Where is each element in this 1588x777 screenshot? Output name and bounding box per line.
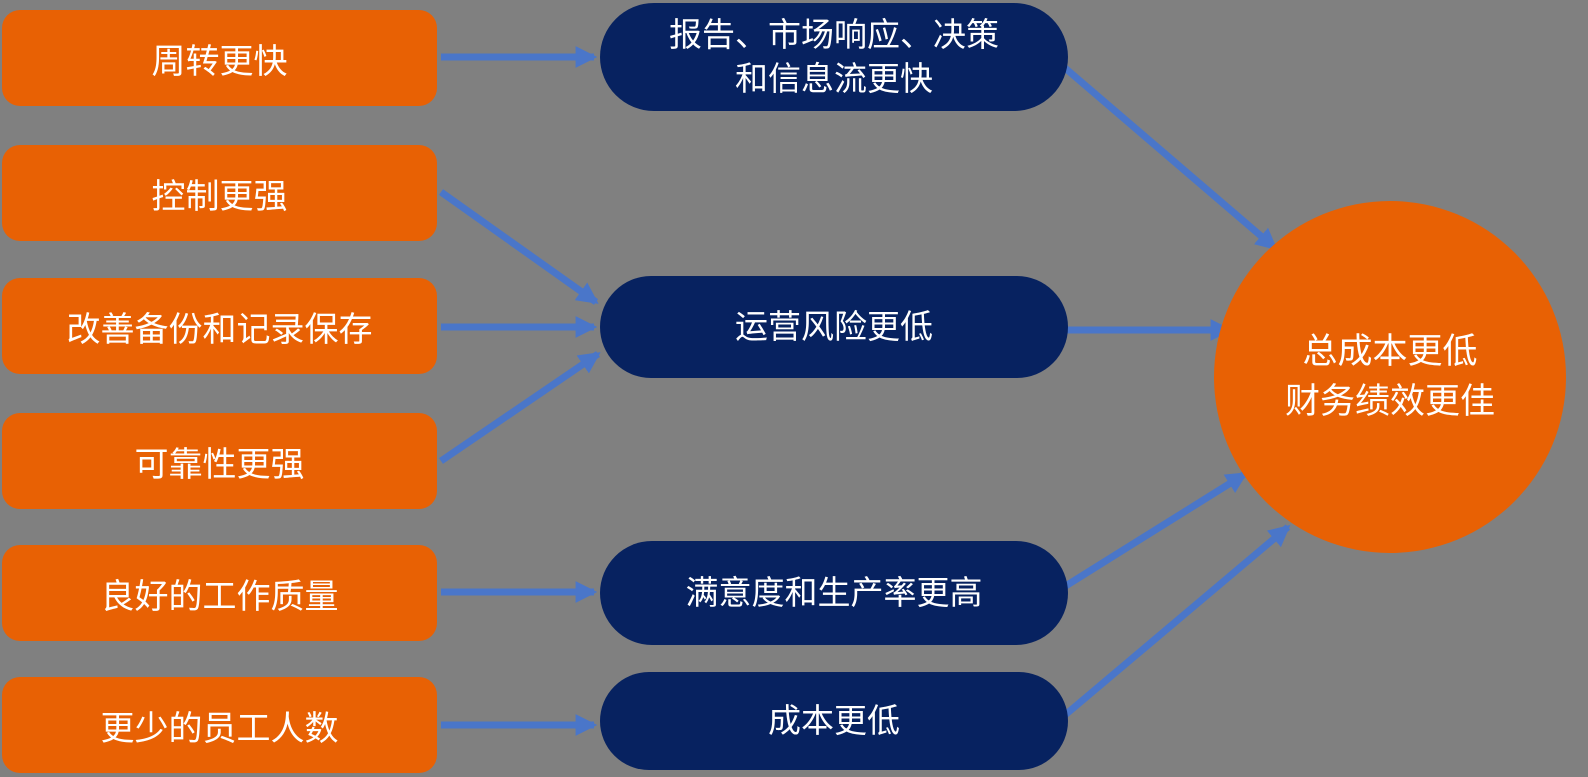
outcome-box-faster-information-flow: 报告、市场响应、决策 和信息流更快 [600,3,1068,111]
source-box-faster-turnover: 周转更快 [2,10,437,106]
connector-arrow-mid-3-to-result [1055,524,1291,724]
source-box-higher-reliability: 可靠性更强 [2,413,437,509]
connector-arrow-left-1-to-mid-1 [438,189,599,305]
result-circle-lower-total-cost: 总成本更低 财务绩效更佳 [1214,201,1566,553]
source-box-good-work-quality: 良好的工作质量 [2,545,437,641]
source-box-fewer-staff: 更少的员工人数 [2,677,437,773]
outcome-box-lower-cost: 成本更低 [600,672,1068,770]
outcome-box-higher-satisfaction-productivity: 满意度和生产率更高 [600,541,1068,645]
connector-arrow-mid-2-to-result [1054,471,1248,595]
source-box-stronger-control: 控制更强 [2,145,437,241]
connector-arrow-mid-0-to-result [1055,59,1278,251]
connector-arrow-left-3-to-mid-1 [439,351,601,464]
outcome-box-lower-operational-risk: 运营风险更低 [600,276,1068,378]
source-box-better-backup-records: 改善备份和记录保存 [2,278,437,374]
